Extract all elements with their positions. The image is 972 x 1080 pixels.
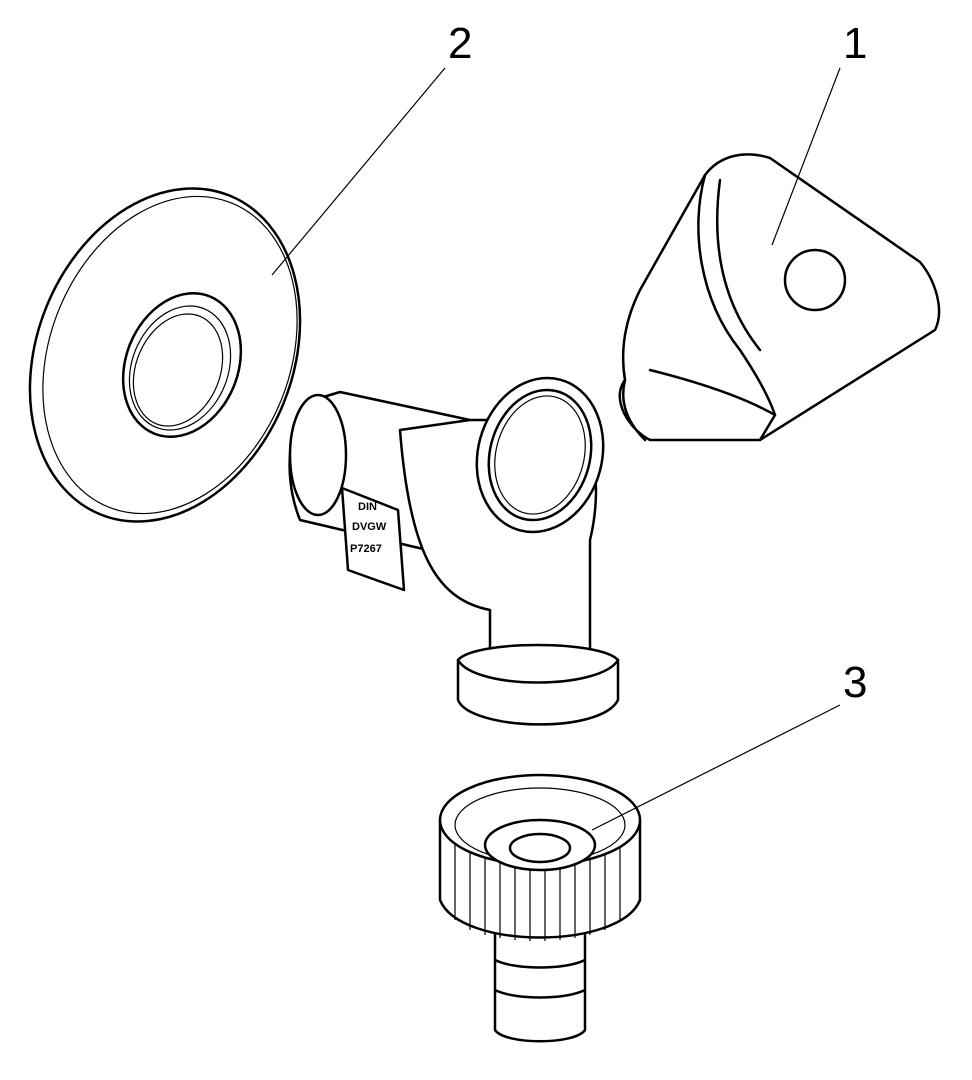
handle <box>618 153 941 442</box>
callout-1: 1 <box>843 19 867 68</box>
stamp-line-2: DVGW <box>352 521 387 533</box>
stamp-line-3: P7267 <box>350 543 382 555</box>
stamp-line-1: DIN <box>358 501 377 513</box>
leader-line-2 <box>271 67 446 276</box>
callout-2: 2 <box>448 19 472 68</box>
leader-line-1 <box>771 67 841 246</box>
callout-3: 3 <box>843 658 867 707</box>
wall-rosette <box>28 187 302 523</box>
leader-line-3 <box>591 704 841 831</box>
hose-connector <box>438 773 642 1043</box>
valve-body: DIN DVGW P7267 <box>288 376 620 726</box>
